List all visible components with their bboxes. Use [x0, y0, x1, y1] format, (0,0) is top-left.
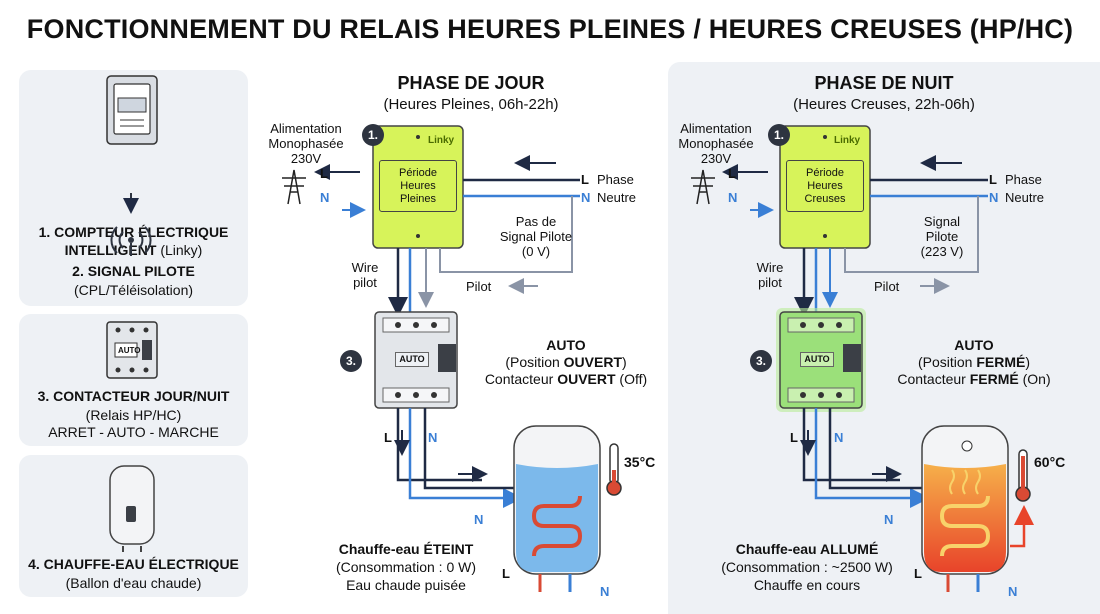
night-thermometer-icon: [1015, 449, 1031, 502]
night-n-in: N: [728, 190, 738, 205]
night-pylon-icon: [691, 169, 715, 205]
day-temperature: 35°C: [624, 454, 656, 470]
night-relay-text: AUTO (Position FERMÉ) Contacteur FERMÉ (…: [897, 337, 1051, 387]
day-n-relay: N: [428, 430, 438, 445]
day-n-heater: N: [474, 512, 484, 527]
card-relay: 3. CONTACTEUR JOUR/NUIT (Relais HP/HC) A…: [19, 314, 248, 446]
night-l-out: L: [989, 172, 997, 187]
heat-up-arrow-icon: [1010, 505, 1034, 548]
night-l-heater: L: [914, 566, 922, 581]
day-n-in: N: [320, 190, 330, 205]
day-l-heater: L: [502, 566, 510, 581]
day-heater-text: Chauffe-eau ÉTEINT (Consommation : 0 W) …: [335, 541, 477, 593]
relay-icon: [106, 321, 158, 379]
night-l-relay: L: [790, 430, 798, 445]
day-thermometer-icon: [606, 443, 622, 496]
day-phase-label: Phase: [597, 172, 634, 187]
day-n-out: N: [581, 190, 591, 205]
day-relay-text: AUTO (Position OUVERT) Contacteur OUVERT…: [484, 337, 648, 387]
night-relay-tag: AUTO: [800, 352, 834, 367]
day-relay-badge: 3.: [340, 350, 362, 372]
night-water-heater: [921, 425, 1009, 592]
day-l-relay: L: [384, 430, 392, 445]
night-phase-label: Phase: [1005, 172, 1042, 187]
night-n-heater-bottom: N: [1008, 584, 1018, 599]
night-pilot-label: Pilot: [874, 279, 900, 294]
card-signal-title: 2. SIGNAL PILOTE: [72, 263, 195, 279]
page-title: FONCTIONNEMENT DU RELAIS HEURES PLEINES …: [26, 14, 1074, 44]
card-signal-subtitle: (CPL/Téléisolation): [73, 282, 194, 298]
day-pilot-label: Pilot: [466, 279, 492, 294]
night-neutre-label: Neutre: [1005, 190, 1045, 205]
day-water-heater: [513, 425, 601, 592]
night-temperature: 60°C: [1034, 454, 1066, 470]
night-meter-badge: 1.: [768, 124, 790, 146]
day-meter-badge: 1.: [362, 124, 384, 146]
day-header: PHASE DE JOUR (Heures Pleines, 06h-22h): [383, 73, 559, 113]
sidebar-relay-tag: AUTO: [118, 346, 141, 355]
water-heater-icon: [109, 465, 155, 552]
night-header: PHASE DE NUIT (Heures Creuses, 22h-06h): [793, 73, 975, 113]
day-neutre-label: Neutre: [597, 190, 637, 205]
night-heater-text: Chauffe-eau ALLUMÉ (Consommation : ~2500…: [721, 541, 893, 593]
night-n-relay: N: [834, 430, 844, 445]
meter-icon: [106, 75, 158, 145]
night-meter-brand: Linky: [834, 135, 861, 146]
night-relay-badge: 3.: [750, 350, 772, 372]
card-meter: 1. COMPTEUR ÉLECTRIQUE INTELLIGENT (Link…: [19, 70, 248, 306]
day-relay-tag: AUTO: [395, 352, 429, 367]
day-l-out: L: [581, 172, 589, 187]
signal-icon: [110, 226, 152, 256]
night-n-heater: N: [884, 512, 894, 527]
night-l-in: L: [728, 166, 736, 181]
day-pylon-icon: [282, 169, 306, 205]
day-meter-brand: Linky: [428, 135, 455, 146]
day-n-heater-bottom: N: [600, 584, 610, 599]
day-l-in: L: [320, 166, 328, 181]
night-n-out: N: [989, 190, 999, 205]
